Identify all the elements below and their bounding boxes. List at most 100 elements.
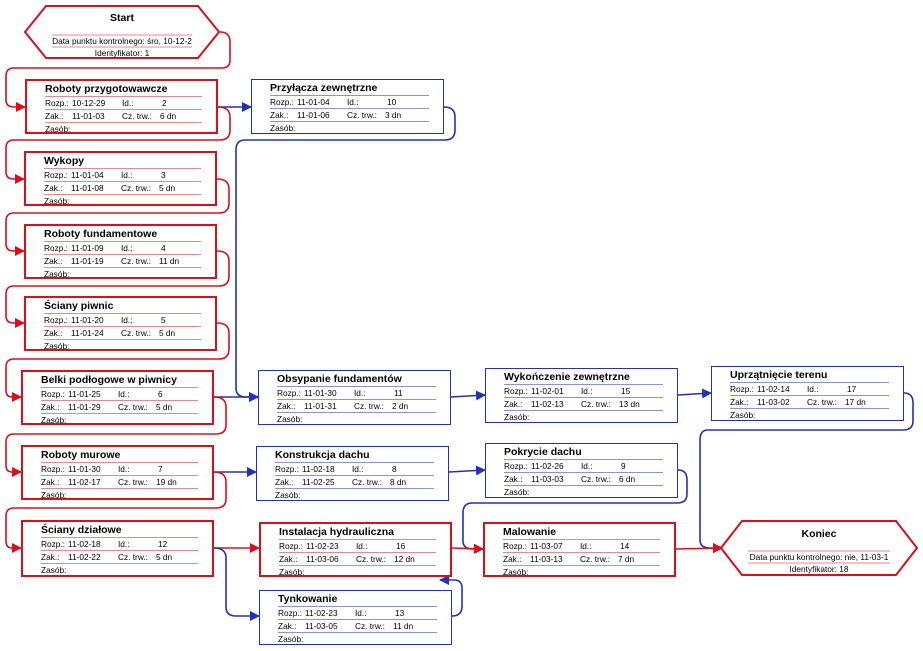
id-label: Id.: (354, 388, 366, 398)
start-label: Rozp.: (44, 315, 68, 325)
duration-label: Cz. trw.: (121, 183, 151, 193)
resource-label: Zasób: (44, 196, 70, 206)
start-label: Rozp.: (270, 97, 294, 107)
start-value: 10-12-29 (72, 98, 106, 108)
id-label: Id.: (121, 243, 133, 253)
start-value: 11-02-23 (305, 608, 338, 618)
resource-label: Zasób: (44, 341, 70, 351)
id-label: Id.: (581, 386, 593, 396)
start-value: 11-01-04 (71, 170, 104, 180)
finish-label: Zak.: (41, 477, 60, 487)
id-label: Id.: (356, 541, 368, 551)
end-title: Koniec (801, 528, 837, 540)
duration-label: Cz. trw.: (121, 328, 151, 338)
duration-label: Cz. trw.: (581, 474, 611, 484)
duration-value: 17 dn (845, 397, 866, 407)
id-value: 5 (161, 315, 166, 325)
id-value: 17 (847, 384, 857, 394)
finish-label: Zak.: (730, 397, 749, 407)
finish-value: 11-02-22 (68, 552, 101, 562)
duration-value: 19 dn (156, 477, 177, 487)
resource-label: Zasób: (279, 567, 305, 577)
end-milestone[interactable]: Koniec Data punktu kontrolnego: nie, 11-… (720, 520, 918, 576)
id-label: Id.: (347, 97, 359, 107)
link-10-11 (235, 106, 456, 402)
link-11-15 (450, 390, 486, 401)
start-value: 11-01-30 (68, 464, 101, 474)
finish-value: 11-01-06 (297, 110, 330, 120)
duration-label: Cz. trw.: (807, 397, 837, 407)
id-value: 13 (395, 608, 405, 618)
finish-value: 11-02-13 (531, 399, 564, 409)
task-title: Ściany piwnic (44, 300, 114, 312)
duration-value: 3 dn (385, 110, 402, 120)
resource-label: Zasób: (278, 634, 304, 644)
id-label: Id.: (121, 170, 133, 180)
finish-value: 11-03-05 (305, 621, 338, 631)
task-title: Roboty murowe (41, 449, 121, 461)
start-label: Rozp.: (44, 243, 68, 253)
task-title: Ściany działowe (41, 524, 122, 536)
id-label: Id.: (581, 461, 593, 471)
start-value: 11-02-23 (306, 541, 339, 551)
end-checkpoint-date: Data punktu kontrolnego: nie, 11-03-1 (749, 552, 889, 562)
id-value: 2 (162, 98, 167, 108)
duration-label: Cz. trw.: (121, 256, 151, 266)
id-label: Id.: (121, 315, 133, 325)
task-title: Pokrycie dachu (504, 446, 582, 458)
id-value: 15 (621, 386, 631, 396)
start-label: Rozp.: (41, 464, 65, 474)
duration-value: 2 dn (392, 401, 409, 411)
task-row-resource: Zasób: (278, 632, 437, 645)
duration-label: Cz. trw.: (352, 477, 382, 487)
duration-label: Cz. trw.: (581, 399, 611, 409)
task-title: Malowanie (503, 526, 557, 538)
duration-value: 12 dn (394, 554, 415, 564)
link-8-9 (448, 465, 486, 476)
id-value: 14 (620, 541, 630, 551)
finish-value: 11-03-06 (306, 554, 339, 564)
task-row-resource: Zasób: (41, 563, 198, 576)
id-value: 3 (161, 170, 166, 180)
finish-label: Zak.: (278, 621, 297, 631)
id-label: Id.: (355, 608, 367, 618)
start-value: 11-02-18 (302, 464, 335, 474)
id-value: 9 (621, 461, 626, 471)
finish-label: Zak.: (275, 477, 294, 487)
start-milestone[interactable]: Start Data punktu kontrolnego: śro, 10-1… (24, 5, 220, 59)
start-value: 11-02-18 (68, 539, 101, 549)
start-label: Rozp.: (278, 608, 302, 618)
start-value: 11-02-01 (531, 386, 564, 396)
resource-label: Zasób: (41, 565, 67, 575)
task-title: Roboty fundamentowe (44, 228, 158, 240)
task-title: Belki podłogowe w piwnicy (41, 374, 177, 386)
